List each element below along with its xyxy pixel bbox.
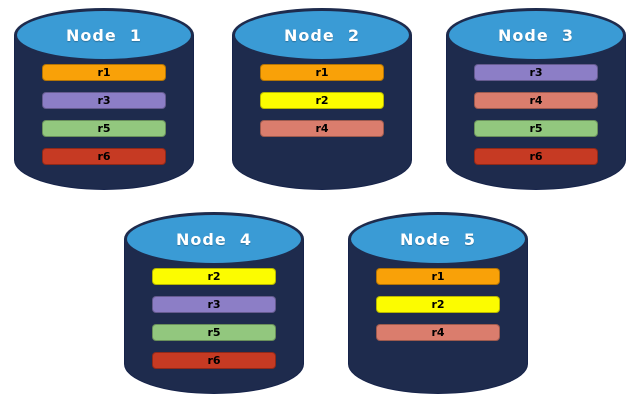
- replica-bar: r6: [474, 148, 598, 165]
- replica-list: r1 r2 r4: [376, 268, 500, 341]
- cylinder-top: Node 5: [348, 212, 528, 266]
- node-label: Node 2: [284, 25, 360, 45]
- replica-bar: r2: [260, 92, 384, 109]
- replica-bar: r6: [42, 148, 166, 165]
- db-node: Node 3 r3 r4 r5 r6: [444, 8, 628, 192]
- replica-bar: r5: [42, 120, 166, 137]
- replica-list: r2 r3 r5 r6: [152, 268, 276, 369]
- node-label: Node 3: [498, 25, 574, 45]
- node-label: Node 4: [176, 229, 252, 249]
- db-node: Node 2 r1 r2 r4: [230, 8, 414, 192]
- db-node: Node 1 r1 r3 r5 r6: [12, 8, 196, 192]
- node-label: Node 1: [66, 25, 142, 45]
- cylinder-top: Node 4: [124, 212, 304, 266]
- replica-bar: r5: [474, 120, 598, 137]
- replica-bar: r3: [474, 64, 598, 81]
- replica-bar: r5: [152, 324, 276, 341]
- cylinder-top: Node 1: [14, 8, 194, 62]
- db-node: Node 5 r1 r2 r4: [346, 212, 530, 396]
- replica-bar: r2: [152, 268, 276, 285]
- cylinder-top: Node 3: [446, 8, 626, 62]
- replica-bar: r3: [152, 296, 276, 313]
- replica-list: r1 r2 r4: [260, 64, 384, 137]
- replica-bar: r6: [152, 352, 276, 369]
- replica-bar: r1: [376, 268, 500, 285]
- db-node: Node 4 r2 r3 r5 r6: [122, 212, 306, 396]
- replica-bar: r3: [42, 92, 166, 109]
- replica-bar: r4: [474, 92, 598, 109]
- cylinder-top: Node 2: [232, 8, 412, 62]
- replica-list: r3 r4 r5 r6: [474, 64, 598, 165]
- replica-list: r1 r3 r5 r6: [42, 64, 166, 165]
- replica-bar: r4: [376, 324, 500, 341]
- node-label: Node 5: [400, 229, 476, 249]
- replica-bar: r1: [260, 64, 384, 81]
- replica-bar: r4: [260, 120, 384, 137]
- replica-bar: r1: [42, 64, 166, 81]
- replica-bar: r2: [376, 296, 500, 313]
